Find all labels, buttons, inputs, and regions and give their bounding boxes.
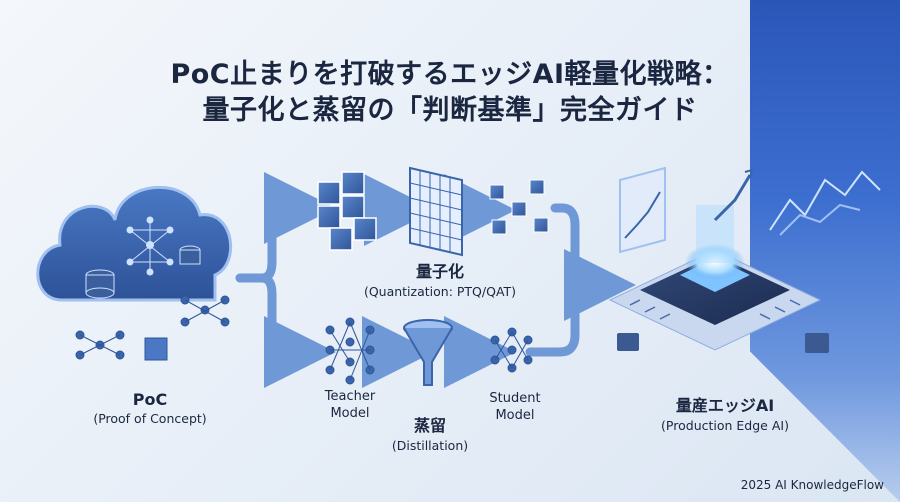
quantization-grid-icon [409, 166, 463, 257]
distillation-subtitle: (Distillation) [391, 438, 469, 453]
footer-credit: 2025 AI KnowledgeFlow [740, 478, 884, 492]
title-line-2: 量子化と蒸留の「判断基準」完全ガイド [202, 95, 698, 126]
title-line-1: PoC止まりを打破するエッジAI軽量化戦略： [170, 59, 730, 90]
student-line-2: Model [495, 408, 535, 423]
student-network-icon [490, 327, 533, 373]
poc-network-icon [75, 295, 230, 361]
analytics-charts-icon [619, 166, 881, 254]
flow-arrows [235, 172, 636, 388]
quantization-label: 量子化 (Quantization: PTQ/QAT) [340, 258, 540, 299]
teacher-line-2: Model [330, 406, 370, 421]
cloud-icon [36, 185, 232, 302]
funnel-icon [403, 319, 453, 386]
student-line-1: Student [489, 391, 541, 406]
quantized-cubes-icon [489, 179, 549, 235]
edge-chip-icon [608, 205, 829, 353]
teacher-model-label: Teacher Model [305, 388, 395, 422]
production-title: 量産エッジAI [675, 396, 775, 415]
distillation-label: 蒸留 (Distillation) [370, 412, 490, 453]
distillation-title: 蒸留 [413, 416, 446, 435]
production-label: 量産エッジAI (Production Edge AI) [630, 392, 820, 433]
poc-subtitle: (Proof of Concept) [93, 411, 207, 426]
teacher-line-1: Teacher [324, 389, 376, 404]
student-model-label: Student Model [470, 390, 560, 424]
poc-label: PoC (Proof of Concept) [40, 390, 260, 426]
teacher-network-icon [325, 317, 375, 385]
full-precision-cubes-icon [317, 171, 377, 251]
quantization-subtitle: (Quantization: PTQ/QAT) [363, 284, 517, 299]
production-subtitle: (Production Edge AI) [661, 418, 789, 433]
poc-title: PoC [132, 390, 168, 409]
quantization-title: 量子化 [415, 262, 464, 281]
